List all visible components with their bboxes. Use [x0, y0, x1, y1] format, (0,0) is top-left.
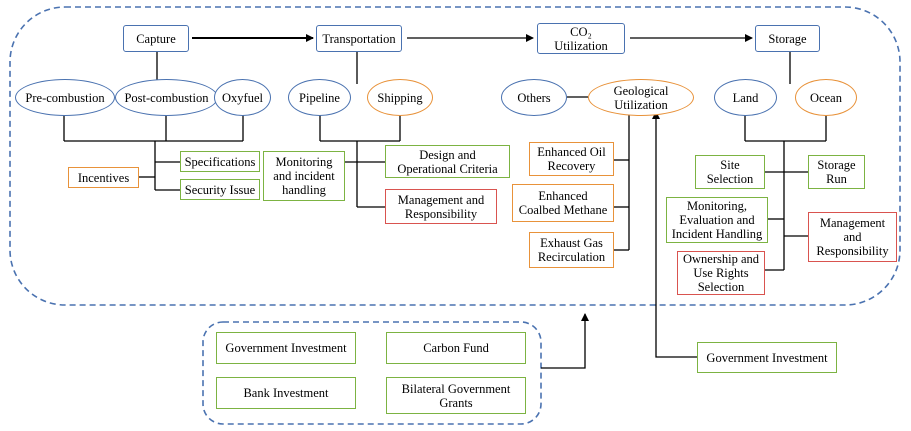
ecbm-box: Enhanced Coalbed Methane	[512, 184, 614, 222]
eor-box: Enhanced Oil Recovery	[529, 142, 614, 176]
funding-dashed-region	[202, 321, 542, 425]
government-investment-box: Government Investment	[216, 332, 356, 364]
specifications-box: Specifications	[180, 151, 260, 172]
others-ellipse: Others	[501, 79, 567, 116]
oxyfuel-ellipse: Oxyfuel	[214, 79, 271, 116]
site-selection-box: Site Selection	[695, 155, 765, 189]
incentives-box: Incentives	[68, 167, 139, 188]
ownership-box: Ownership and Use Rights Selection	[677, 251, 765, 295]
transportation-stage: Transportation	[316, 25, 402, 52]
utilization-stage: CO₂ Utilization	[537, 23, 625, 54]
post-combustion-ellipse: Post-combustion	[115, 79, 218, 116]
design-criteria-box: Design and Operational Criteria	[385, 145, 510, 178]
egr-box: Exhaust Gas Recirculation	[529, 232, 614, 268]
bank-investment-box: Bank Investment	[216, 377, 356, 409]
storage-run-box: Storage Run	[808, 155, 865, 189]
carbon-fund-box: Carbon Fund	[386, 332, 526, 364]
security-issue-box: Security Issue	[180, 179, 260, 200]
ocean-ellipse: Ocean	[795, 79, 857, 116]
capture-stage: Capture	[123, 25, 189, 52]
storage-monitoring-box: Monitoring, Evaluation and Incident Hand…	[666, 197, 768, 243]
storage-stage: Storage	[755, 25, 820, 52]
government-investment-right-box: Government Investment	[697, 342, 837, 373]
pipeline-ellipse: Pipeline	[288, 79, 351, 116]
main-dashed-region	[9, 6, 901, 306]
bilateral-grants-box: Bilateral Government Grants	[386, 377, 526, 414]
transport-monitoring-box: Monitoring and incident handling	[263, 151, 345, 201]
storage-management-box: Management and Responsibility	[808, 212, 897, 262]
geological-utilization-ellipse: Geological Utilization	[588, 79, 694, 116]
transport-management-box: Management and Responsibility	[385, 189, 497, 224]
pre-combustion-ellipse: Pre-combustion	[15, 79, 115, 116]
land-ellipse: Land	[714, 79, 777, 116]
shipping-ellipse: Shipping	[367, 79, 433, 116]
